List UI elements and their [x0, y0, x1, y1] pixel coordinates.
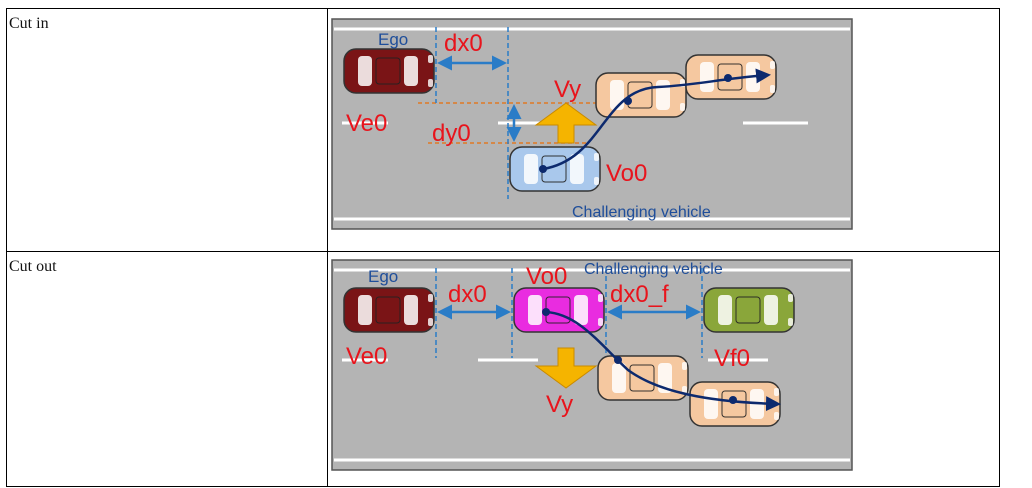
- cut-out-diagram: Ego dx0 Vo0 Challenging vehicle dx0_f Ve…: [331, 259, 853, 471]
- gap-label: dx0: [444, 30, 483, 57]
- gap-label: dx0: [448, 281, 487, 308]
- other-speed-label: Vo0: [526, 263, 567, 290]
- lateral-speed-label: Vy: [546, 391, 573, 418]
- front-car: [703, 287, 795, 333]
- lateral-speed-label: Vy: [554, 76, 581, 103]
- trajectory-path: [545, 310, 781, 412]
- ego-label: Ego: [368, 267, 398, 286]
- challenging-car: [509, 146, 601, 192]
- scenario-label-cell: Cut in: [6, 8, 328, 252]
- other-speed-label: Vo0: [606, 160, 647, 187]
- scenario-table: Cut in: [6, 8, 1000, 487]
- ego-car: [343, 48, 435, 94]
- cut-out-figure-cell: Ego dx0 Vo0 Challenging vehicle dx0_f Ve…: [327, 251, 1000, 487]
- cut-in-figure-cell: Ego dx0 Vy Ve0 dy0 Vo0 Challenging vehic…: [327, 8, 1000, 252]
- trajectory-point: [539, 165, 547, 173]
- scenario-label: Cut out: [9, 258, 57, 275]
- ego-speed-label: Ve0: [346, 110, 387, 137]
- challenging-car: [513, 287, 605, 333]
- ego-label: Ego: [378, 30, 408, 49]
- trajectory-point: [729, 396, 737, 404]
- scenario-label-cell: Cut out: [6, 251, 328, 487]
- ghost-car: [595, 72, 687, 118]
- ego-speed-label: Ve0: [346, 343, 387, 370]
- ego-car: [343, 287, 435, 333]
- lateral-velocity-arrow: [534, 347, 598, 389]
- scenario-label: Cut in: [9, 15, 49, 32]
- challenger-label: Challenging vehicle: [584, 261, 723, 278]
- lateral-velocity-arrow: [534, 102, 598, 144]
- front-gap-label: dx0_f: [610, 281, 669, 308]
- trajectory-point: [614, 356, 622, 364]
- challenger-label: Challenging vehicle: [572, 204, 711, 221]
- trajectory-point: [542, 308, 550, 316]
- cut-in-row: Cut in: [6, 8, 1000, 252]
- cut-out-row: Cut out: [6, 251, 1000, 487]
- lateral-gap-label: dy0: [432, 120, 471, 147]
- trajectory-point: [624, 97, 632, 105]
- cut-in-diagram: Ego dx0 Vy Ve0 dy0 Vo0 Challenging vehic…: [331, 18, 853, 230]
- front-speed-label: Vf0: [714, 345, 750, 372]
- trajectory-point: [724, 74, 732, 82]
